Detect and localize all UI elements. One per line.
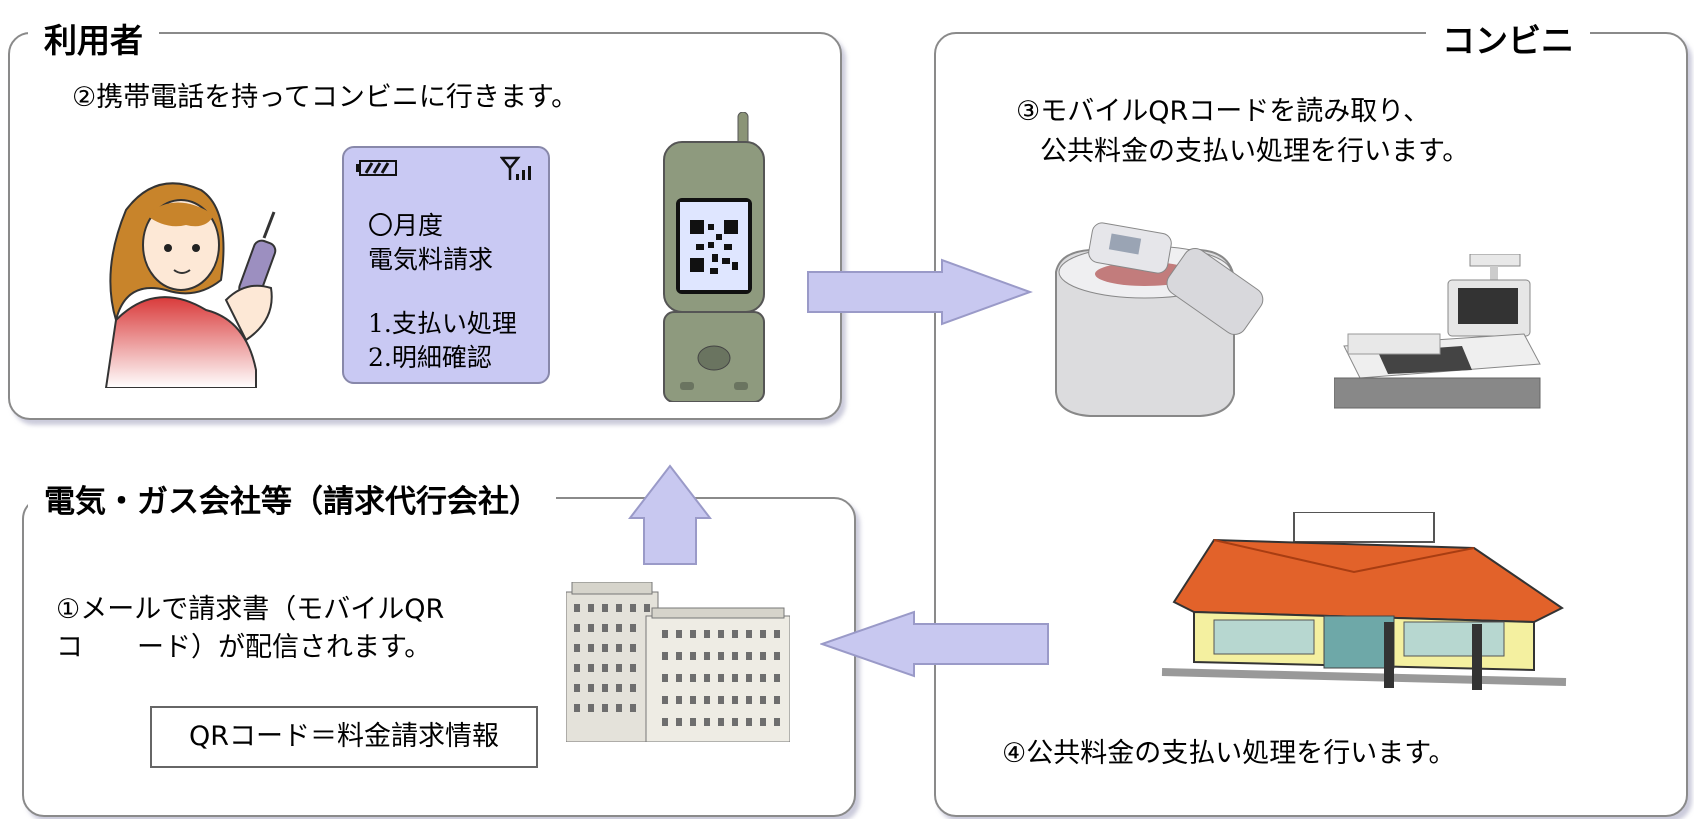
convenience-store-illustration [1154, 512, 1574, 696]
step3-text-line1: ③モバイルQRコードを読み取り、 [1016, 96, 1431, 127]
screen-option-details: 2.明細確認 [368, 343, 492, 372]
step2-text: ②携帯電話を持ってコンビニに行きます。 [72, 82, 579, 113]
screen-option-pay: 1.支払い処理 [368, 309, 517, 338]
mobile-phone-qr-illustration [660, 112, 768, 402]
signal-icon [500, 156, 534, 182]
screen-line-month: 〇月度 [368, 211, 444, 240]
arrow-phone-to-store [806, 258, 1034, 326]
step3-text-line2: 公共料金の支払い処理を行います。 [1040, 136, 1470, 167]
company-panel-title: 電気・ガス会社等（請求代行会社） [28, 472, 556, 521]
person-on-phone-illustration [96, 170, 296, 388]
store-panel-title: コンビニ [1426, 14, 1590, 62]
office-building-illustration [566, 582, 790, 742]
battery-icon [356, 160, 398, 176]
user-panel-title: 利用者 [28, 14, 159, 62]
qr-reader-device-illustration [1050, 222, 1290, 418]
cash-register-illustration [1334, 254, 1544, 414]
step1-text-line1: ①メールで請求書（モバイルQR [56, 594, 445, 625]
phone-screen-mockup: 〇月度 電気料請求 1.支払い処理 2.明細確認 [342, 146, 550, 384]
store-panel [934, 32, 1688, 817]
arrow-store-to-company [820, 610, 1050, 678]
arrow-company-to-user [628, 464, 712, 566]
qr-code-definition-box: QRコード＝料金請求情報 [150, 706, 538, 768]
step1-text-line2: コ ード）が配信されます。 [56, 632, 432, 663]
screen-line-bill: 電気料請求 [368, 245, 494, 274]
step4-text: ④公共料金の支払い処理を行います。 [1002, 738, 1456, 769]
